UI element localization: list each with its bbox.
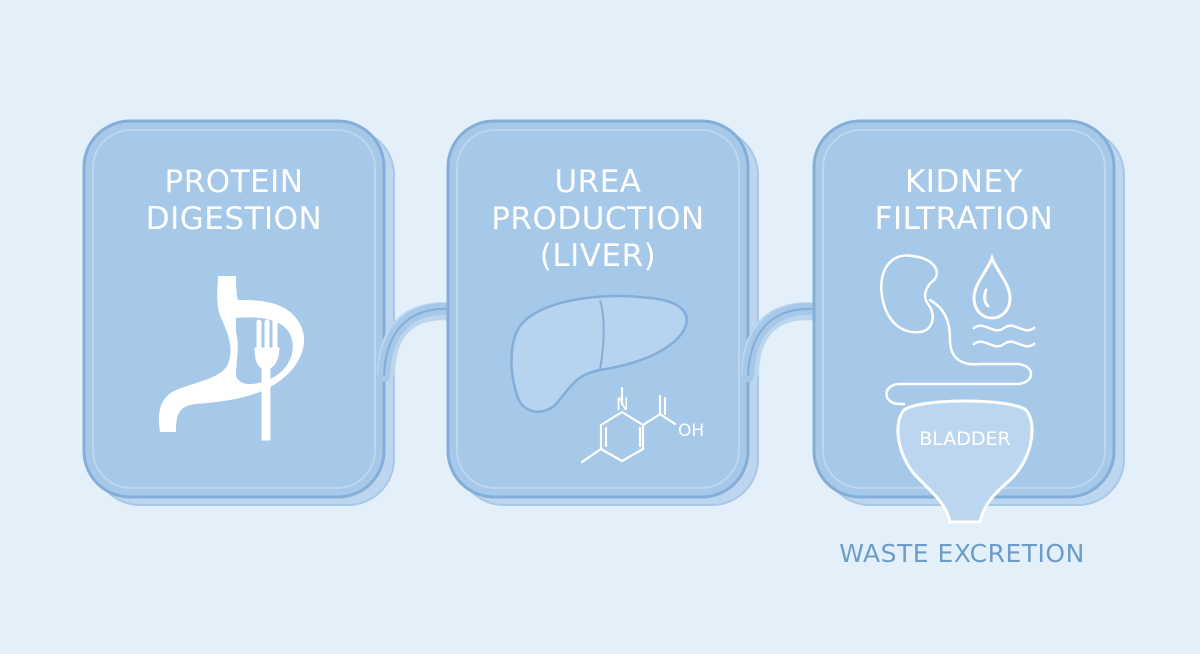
bladder-icon <box>896 399 1034 524</box>
step-card-kidney-filtration: KIDNEY FILTRATION BLADDER <box>812 119 1125 524</box>
kidney-icon <box>880 254 1033 406</box>
step-title-line: FILTRATION <box>875 201 1054 237</box>
water-drop-icon <box>972 253 1012 320</box>
bladder-label: BLADDER <box>919 428 1011 450</box>
step-title-line: KIDNEY <box>905 164 1023 200</box>
liver-icon <box>510 294 688 413</box>
stomach-with-fork-icon <box>158 276 305 441</box>
step-card-urea-production: UREA PRODUCTION (LIVER) OH N <box>446 119 759 506</box>
step-card-protein-digestion: PROTEIN DIGESTION <box>82 119 395 506</box>
step-title-line: (LIVER) <box>540 238 656 274</box>
water-waves-icon <box>972 324 1036 348</box>
step-title-line: UREA <box>554 164 641 200</box>
step-title-line: PROTEIN <box>165 164 304 200</box>
step-title-line: DIGESTION <box>146 201 322 237</box>
fork-icon <box>254 319 280 441</box>
waste-excretion-label: WASTE EXCRETION <box>839 539 1085 568</box>
molecule-structure-icon <box>580 386 677 464</box>
molecule-atom-n: N <box>616 395 629 415</box>
molecule-label: OH <box>678 421 704 441</box>
step-title-line: PRODUCTION <box>491 201 705 237</box>
